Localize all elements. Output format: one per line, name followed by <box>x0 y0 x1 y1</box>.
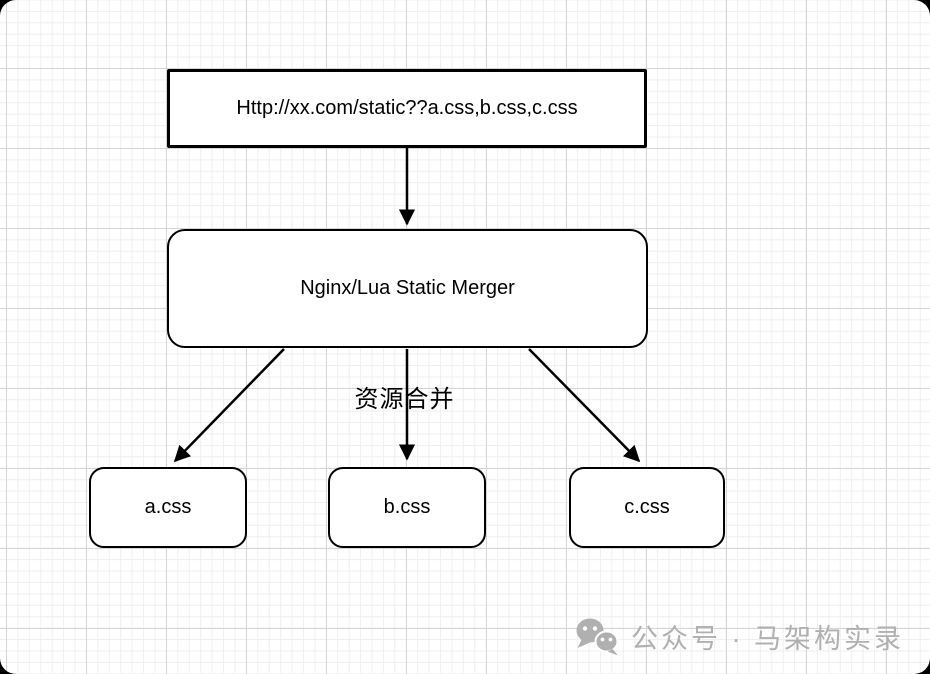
watermark: 公众号 · 马架构实录 <box>574 617 904 656</box>
watermark-text: 公众号 · 马架构实录 <box>631 624 904 654</box>
output-node-a-css: a.css <box>89 467 247 548</box>
arrow-merger-to-c-css <box>528 348 641 463</box>
request-url-node: Http://xx.com/static??a.css,b.css,c.css <box>167 69 647 148</box>
output-label-b-css: b.css <box>383 496 431 518</box>
wechat-icon <box>576 618 619 656</box>
request-url-label: Http://xx.com/static??a.css,b.css,c.css <box>236 97 578 119</box>
merge-edge-label: 资源合并 <box>354 386 455 413</box>
arrow-merger-to-a-css <box>173 348 285 463</box>
output-node-b-css: b.css <box>328 467 486 548</box>
merger-node: Nginx/Lua Static Merger <box>167 229 648 348</box>
output-node-c-css: c.css <box>569 467 725 548</box>
output-label-c-css: c.css <box>624 496 670 518</box>
output-label-a-css: a.css <box>144 496 192 518</box>
merger-label: Nginx/Lua Static Merger <box>300 277 515 299</box>
